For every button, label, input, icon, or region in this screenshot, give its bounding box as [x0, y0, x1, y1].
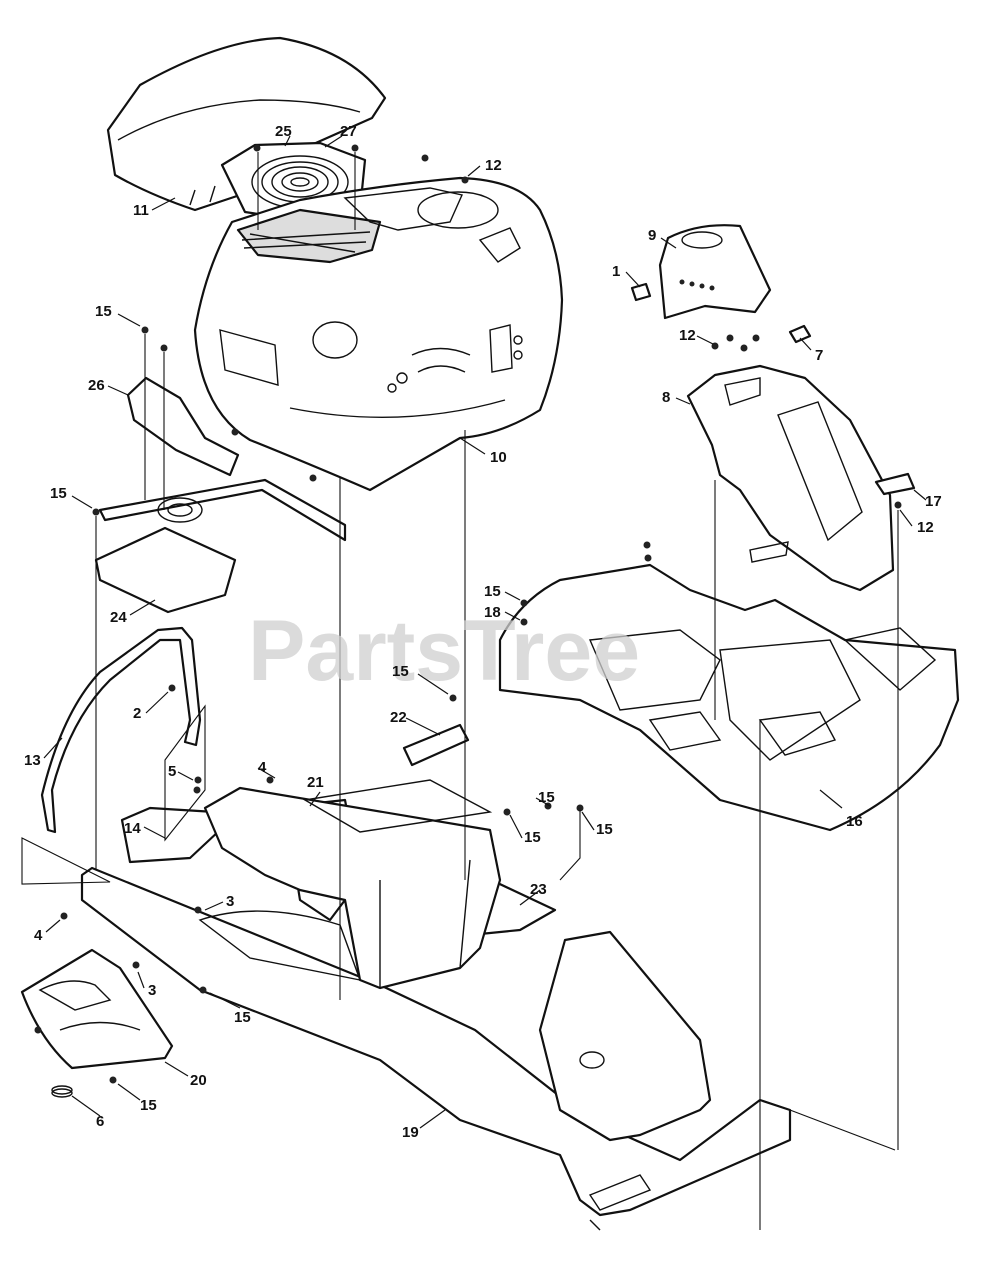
- callout-12: 12: [485, 157, 502, 174]
- part-16-fender: [498, 541, 960, 832]
- callout-26: 26: [88, 377, 105, 394]
- part-7-tab: [788, 324, 812, 344]
- part-17-cap: [874, 472, 916, 496]
- callout-10: 10: [490, 449, 507, 466]
- callout-6: 6: [96, 1113, 104, 1130]
- part-10-hood: [193, 176, 564, 492]
- callout-14: 14: [124, 820, 141, 837]
- callout-15: 15: [596, 821, 613, 838]
- callout-18: 18: [484, 604, 501, 621]
- part-20-foot-plate: [20, 948, 174, 1070]
- part-9-dash-cover: [658, 224, 772, 320]
- callout-27: 27: [340, 123, 357, 140]
- callout-22: 22: [390, 709, 407, 726]
- callout-4: 4: [34, 927, 43, 944]
- callout-12: 12: [679, 327, 696, 344]
- part-22-bar: [402, 723, 470, 767]
- part-1-knob: [630, 282, 652, 302]
- callout-11: 11: [133, 202, 149, 219]
- part-24-bracket-panel: [94, 478, 347, 614]
- callout-15: 15: [392, 663, 409, 680]
- part-11-hood-cover: [106, 36, 387, 212]
- part-8-dash-panel: [686, 364, 895, 592]
- callout-4: 4: [258, 759, 267, 776]
- callout-24: 24: [110, 609, 127, 626]
- callout-20: 20: [190, 1072, 207, 1089]
- callout-15: 15: [140, 1097, 157, 1114]
- part-6-spring: [51, 1085, 73, 1098]
- callout-15: 15: [538, 789, 555, 806]
- callout-21: 21: [307, 774, 324, 791]
- callout-7: 7: [815, 347, 823, 364]
- callout-2: 2: [133, 705, 141, 722]
- callout-15: 15: [95, 303, 112, 320]
- callout-16: 16: [846, 813, 863, 830]
- fasteners: [34, 144, 902, 1084]
- reference-lines: [21, 152, 899, 1230]
- callout-3: 3: [148, 982, 156, 999]
- callout-9: 9: [648, 227, 656, 244]
- watermark: PartsTree: [248, 603, 640, 699]
- callout-1: 1: [612, 263, 620, 280]
- part-26-heat-shield: [126, 376, 240, 477]
- callout-12: 12: [917, 519, 934, 536]
- callout-15: 15: [50, 485, 67, 502]
- callout-19: 19: [402, 1124, 419, 1141]
- callout-23: 23: [530, 881, 547, 898]
- callout-25: 25: [275, 123, 292, 140]
- callout-8: 8: [662, 389, 670, 406]
- callout-5: 5: [168, 763, 176, 780]
- callout-3: 3: [226, 893, 234, 910]
- callout-15: 15: [524, 829, 541, 846]
- callout-17: 17: [925, 493, 942, 510]
- callout-13: 13: [24, 752, 41, 769]
- leader-lines: [43, 135, 927, 1129]
- callout-15: 15: [484, 583, 501, 600]
- callout-labels: 25 27 11 12 12 12 1 9 7 8 17 10 15 26 15…: [24, 123, 942, 1141]
- part-13-roll-bar: [40, 626, 202, 834]
- callout-15: 15: [234, 1009, 251, 1026]
- part-19-frame: [80, 779, 792, 1231]
